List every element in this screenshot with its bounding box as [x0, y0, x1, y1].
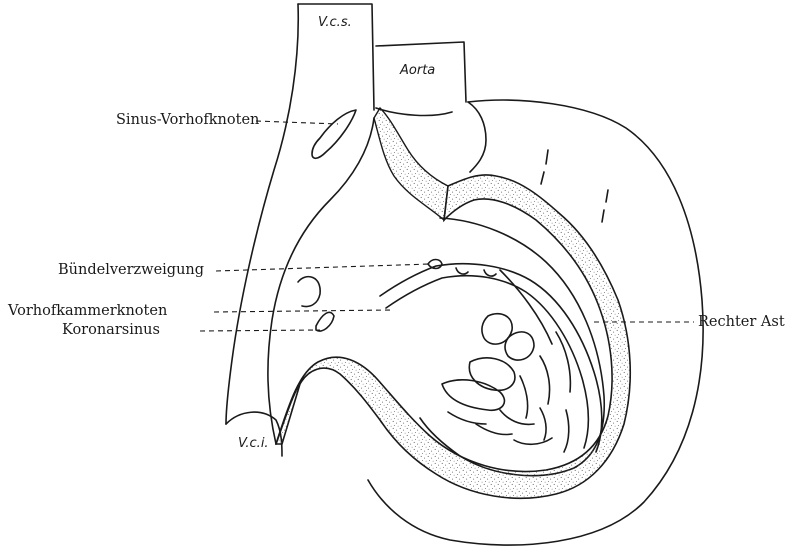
sinus-node-shape — [312, 110, 356, 158]
right-branch-label: Rechter Ast — [698, 315, 785, 330]
av-node-label: Vorhofkammerknoten — [8, 304, 167, 319]
trabeculae — [442, 268, 570, 452]
aorta-base — [376, 108, 452, 115]
fissure-1 — [541, 150, 548, 184]
leader-sinus-node — [256, 121, 338, 124]
coronary-sinus-mark — [316, 312, 334, 331]
vcs-label: V.c.s. — [318, 16, 352, 29]
myocardium-band — [276, 175, 630, 498]
right-lobe-contour — [468, 102, 486, 172]
coronary-sinus-label: Koronarsinus — [62, 323, 160, 338]
sinus-node-label: Sinus-Vorhofknoten — [116, 113, 259, 128]
atrial-inner-wall — [268, 118, 374, 444]
atrial-band — [374, 108, 448, 220]
vci-label: V.c.i. — [238, 437, 269, 450]
bundle-branching-label: Bündelverzweigung — [58, 263, 204, 278]
leader-coronary-sinus — [200, 330, 320, 331]
leader-av-node — [214, 310, 392, 312]
fossa-curve — [298, 277, 320, 307]
aorta-label: Aorta — [400, 64, 435, 77]
fissure-2 — [602, 190, 608, 222]
svc-left-wall — [226, 4, 298, 424]
